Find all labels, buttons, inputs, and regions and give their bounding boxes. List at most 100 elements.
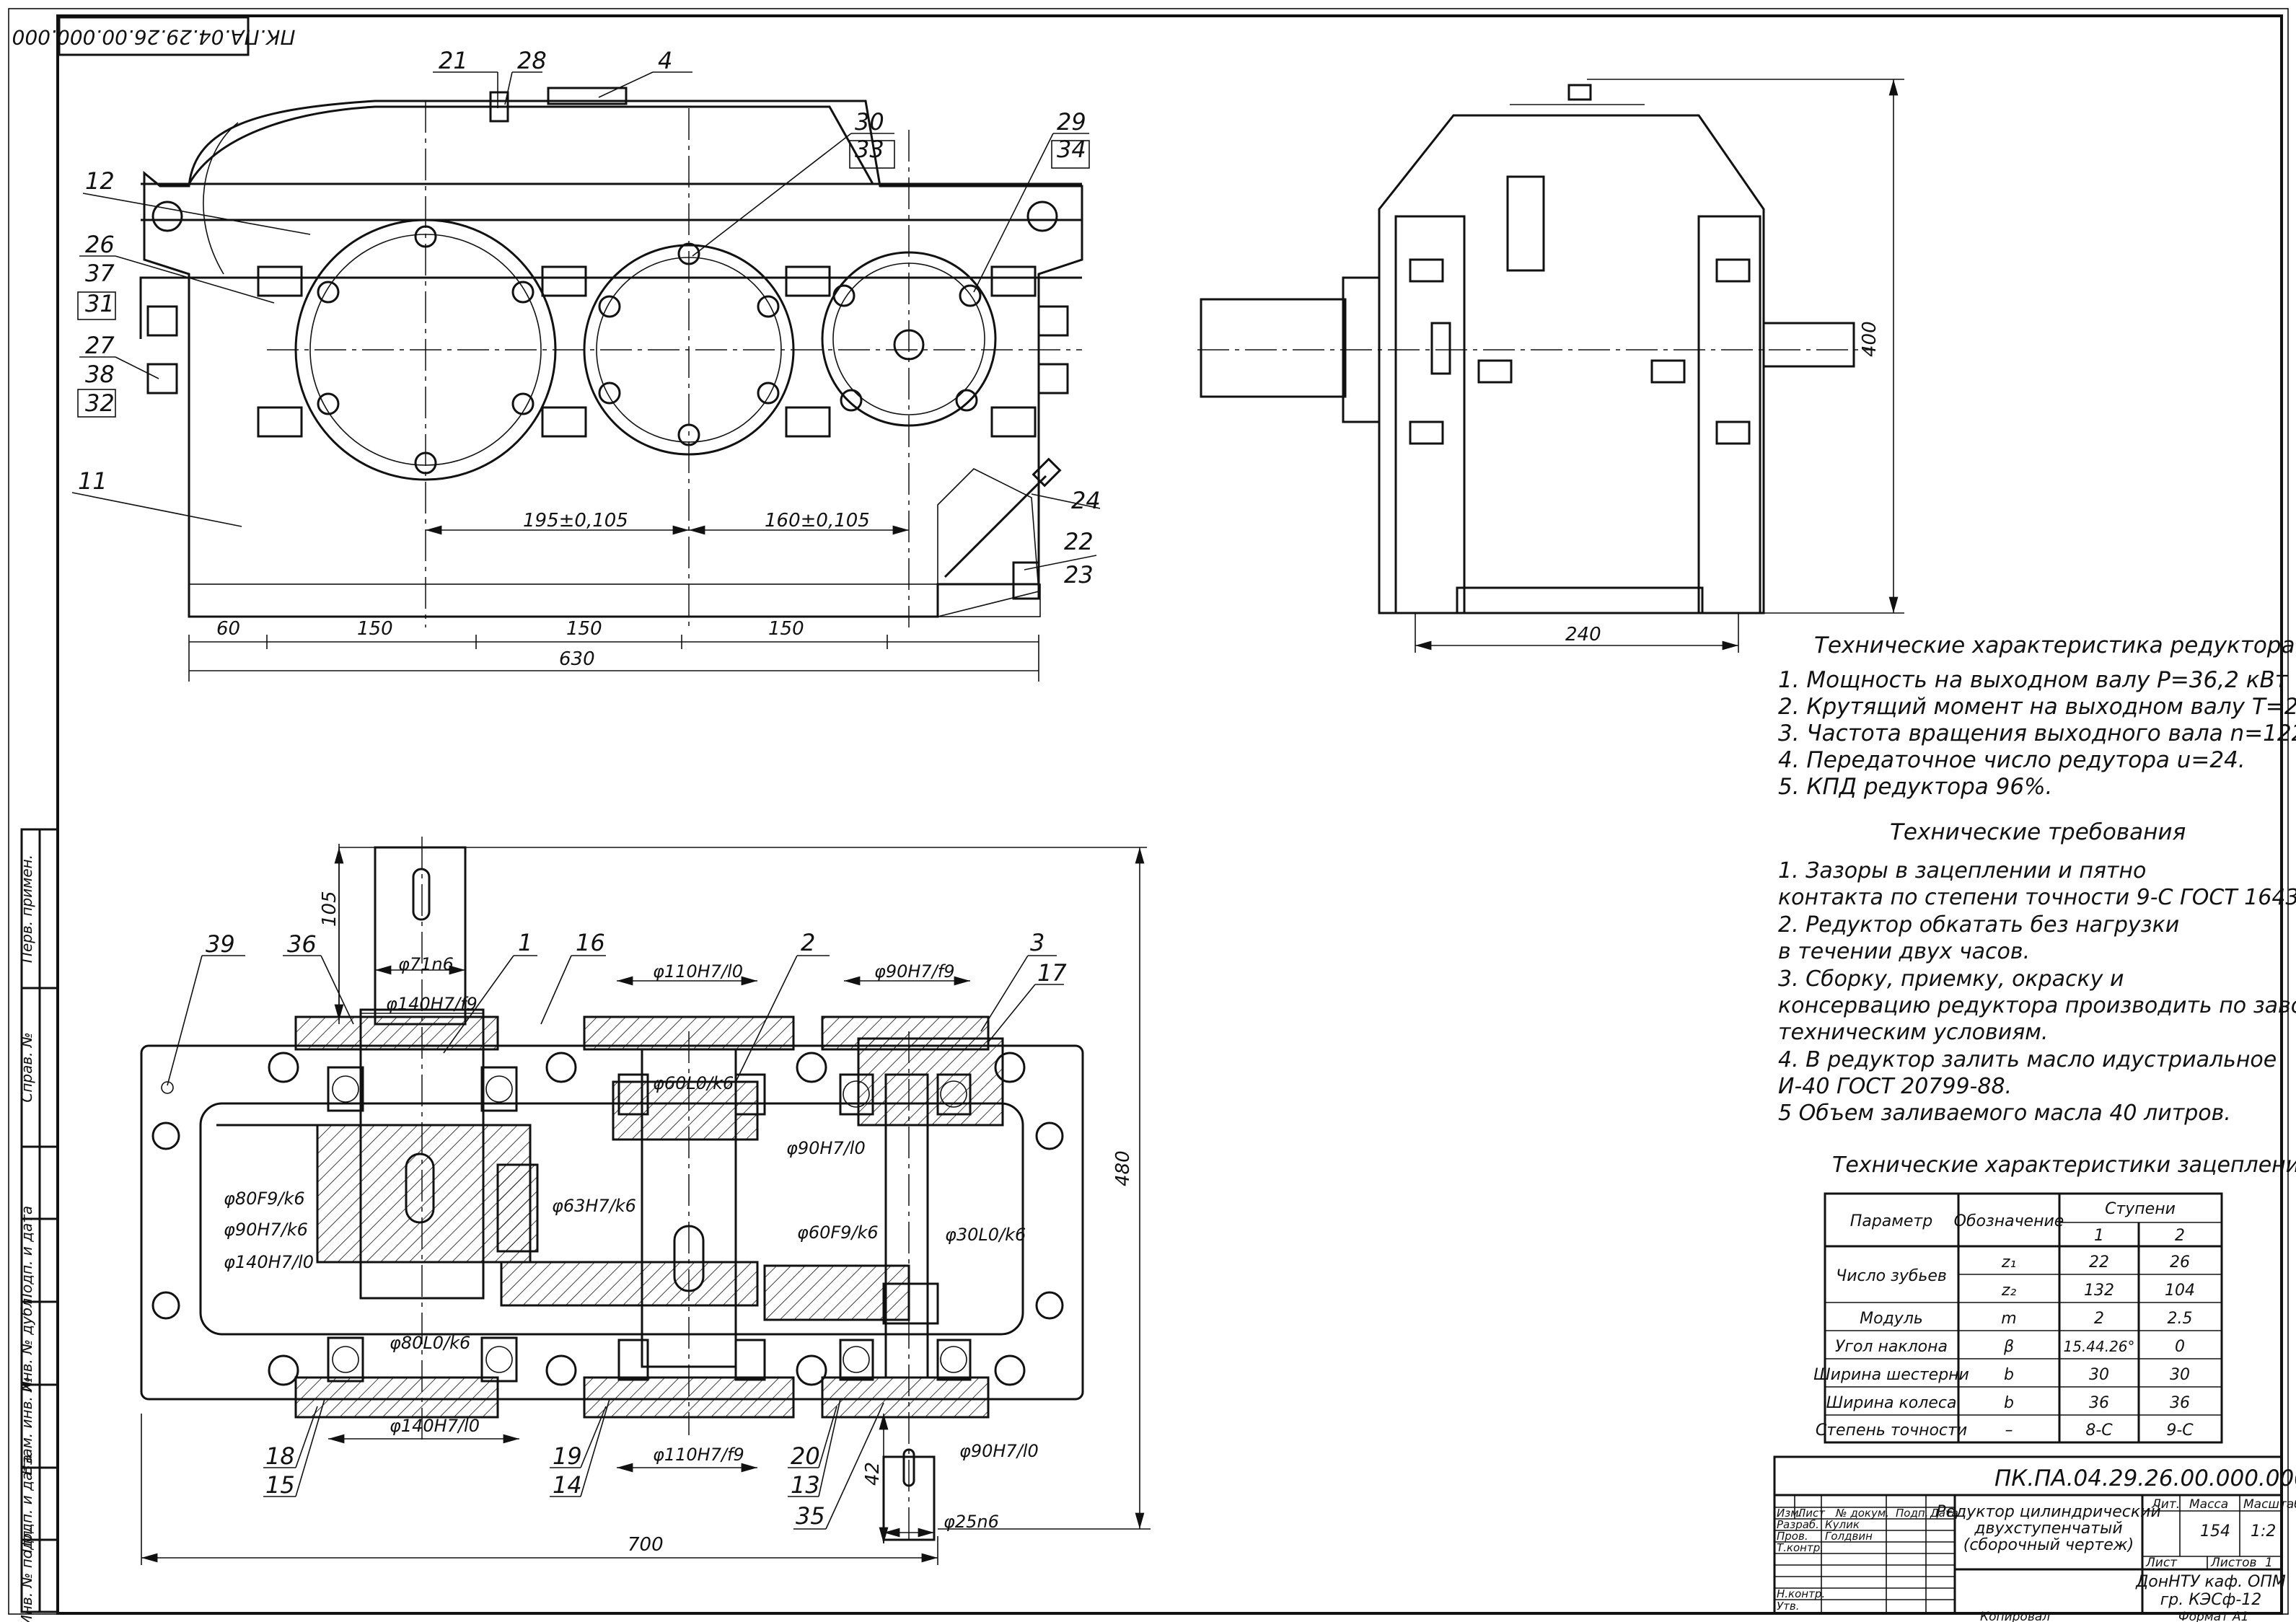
svg-text:Справ. №: Справ. № [18,1032,35,1102]
svg-text:3. Сборку, приемку, окраску и: 3. Сборку, приемку, окраску и [1778,966,2124,992]
svg-text:Формат: Формат [2178,1610,2229,1622]
svg-text:1. Зазоры в зацеплении и пятно: 1. Зазоры в зацеплении и пятно [1778,858,2146,883]
svg-text:14: 14 [553,1471,582,1499]
svg-text:Утв.: Утв. [1777,1600,1800,1613]
svg-text:23: 23 [1064,561,1094,589]
svg-text:1. Мощность на выходном валу P: 1. Мощность на выходном валу P=36,2 кВт [1778,667,2289,693]
svg-text:34: 34 [1057,136,1086,163]
svg-text:480: 480 [1112,1150,1134,1186]
svg-text:2: 2 [2175,1227,2185,1245]
svg-text:5. КПД редуктора 96%.: 5. КПД редуктора 96%. [1778,774,2052,800]
rotated-designation: ПК.ПА.04.29.26.00.000.000 [12,16,296,56]
svg-text:21: 21 [439,47,468,74]
svg-text:Ширина колеса: Ширина колеса [1826,1394,1957,1412]
svg-text:36: 36 [2089,1394,2109,1412]
svg-text:Н.контр.: Н.контр. [1777,1587,1825,1600]
svg-text:двухступенчатый: двухступенчатый [1974,1520,2122,1538]
svg-text:700: 700 [628,1534,664,1556]
svg-text:42: 42 [862,1462,884,1486]
svg-text:37: 37 [85,260,115,287]
svg-text:28: 28 [517,47,547,74]
mesh-table: Технические характеристики зацеплений Па… [1813,1152,2296,1444]
svg-text:φ60L0/k6: φ60L0/k6 [653,1073,734,1093]
svg-text:ПК.ПА.04.29.26.00.000.000: ПК.ПА.04.29.26.00.000.000 [12,25,296,49]
svg-text:630: 630 [559,648,595,670]
svg-text:φ90H7/f9: φ90H7/f9 [874,961,955,982]
svg-text:Редуктор цилиндрический: Редуктор цилиндрический [1936,1503,2161,1521]
svg-text:5 Объем заливаемого масла 40 л: 5 Объем заливаемого масла 40 литров. [1778,1101,2231,1126]
svg-text:№ докум.: № докум. [1835,1507,1889,1520]
svg-text:техническим условиям.: техническим условиям. [1778,1020,2048,1045]
sheet-inner-frame [56,14,2283,1615]
svg-text:1: 1 [2265,1556,2273,1570]
svg-text:Копировал: Копировал [1980,1610,2050,1622]
svg-text:Ступени: Ступени [2105,1200,2176,1218]
svg-text:Масса: Масса [2189,1497,2228,1512]
svg-text:А1: А1 [2232,1610,2248,1622]
svg-text:150: 150 [768,618,804,640]
svg-text:2.5: 2.5 [2168,1310,2193,1328]
svg-text:Голдвин: Голдвин [1825,1530,1873,1543]
side-view: 400 240 [1197,79,1904,653]
svg-text:консервацию редуктора производ: консервацию редуктора производить по зав… [1778,993,2296,1018]
svg-text:Взам. инв. №: Взам. инв. № [18,1377,35,1475]
svg-text:32: 32 [85,389,115,417]
svg-text:154: 154 [2200,1522,2230,1541]
svg-text:Модуль: Модуль [1860,1310,1923,1328]
svg-text:Лист: Лист [2145,1556,2178,1570]
svg-text:9-С: 9-С [2166,1422,2194,1440]
svg-text:36: 36 [287,930,317,958]
svg-text:4: 4 [658,47,672,74]
svg-text:φ110H7/f9: φ110H7/f9 [653,1445,744,1465]
svg-text:Т.контр.: Т.контр. [1777,1541,1824,1554]
svg-text:Инв. № дубл.: Инв. № дубл. [18,1294,35,1393]
svg-text:26: 26 [2170,1253,2190,1271]
tech-req-title: Технические требования [1890,819,2186,845]
svg-text:Параметр: Параметр [1850,1212,1932,1230]
svg-text:φ90H7/k6: φ90H7/k6 [224,1220,308,1240]
front-view: 21 28 4 12 26 37 31 27 38 32 11 30 33 29… [71,47,1101,682]
svg-text:30: 30 [855,108,884,136]
svg-text:30: 30 [2170,1366,2190,1384]
svg-text:Лит.: Лит. [2151,1497,2180,1512]
svg-text:(сборочный чертеж): (сборочный чертеж) [1963,1536,2134,1554]
svg-text:Дата: Дата [1930,1507,1958,1520]
svg-text:Подп. и дата: Подп. и дата [18,1455,35,1553]
title-block: ПК.ПА.04.29.26.00.000.000 Редуктор цилин… [1773,1455,2296,1622]
svg-text:z₂: z₂ [2001,1282,2017,1300]
svg-text:195±0,105: 195±0,105 [523,510,628,532]
svg-text:Инв. № подл.: Инв. № подл. [18,1526,35,1622]
svg-text:31: 31 [85,290,115,317]
svg-text:22: 22 [1064,528,1094,555]
svg-text:φ90H7/l0: φ90H7/l0 [786,1138,866,1158]
svg-text:гр. КЭСф-12: гр. КЭСф-12 [2160,1591,2262,1609]
svg-text:–: – [2005,1422,2013,1440]
svg-text:Степень точности: Степень точности [1816,1422,1967,1440]
svg-text:Масштаб: Масштаб [2243,1497,2296,1512]
svg-text:13: 13 [791,1471,820,1499]
svg-text:φ140H7/f9: φ140H7/f9 [386,994,478,1014]
svg-text:150: 150 [357,618,393,640]
svg-text:38: 38 [85,361,115,388]
svg-text:φ30L0/k6: φ30L0/k6 [945,1225,1026,1245]
svg-text:33: 33 [855,136,884,163]
svg-text:в течении двух часов.: в течении двух часов. [1778,939,2030,964]
side-strip: Перв. примен. Справ. № Подп. и дата Инв.… [18,828,59,1622]
svg-text:Листов: Листов [2210,1556,2257,1570]
svg-text:22: 22 [2089,1253,2109,1271]
svg-text:Число зубьев: Число зубьев [1836,1267,1947,1285]
svg-text:16: 16 [576,929,605,956]
svg-text:24: 24 [1071,487,1101,514]
svg-text:b: b [2004,1366,2014,1384]
svg-text:105: 105 [319,891,340,927]
svg-text:1: 1 [518,929,532,956]
svg-text:39: 39 [206,930,235,958]
svg-text:И-40 ГОСТ 20799-88.: И-40 ГОСТ 20799-88. [1778,1074,2012,1099]
svg-text:ПК.ПА.04.29.26.00.000.000: ПК.ПА.04.29.26.00.000.000 [1994,1465,2296,1491]
svg-text:30: 30 [2089,1366,2109,1384]
svg-text:2. Крутящий момент на выходном: 2. Крутящий момент на выходном валу T=28… [1778,694,2296,720]
svg-text:1:2: 1:2 [2251,1522,2276,1541]
svg-text:35: 35 [796,1502,825,1530]
svg-text:Пров.: Пров. [1777,1530,1808,1543]
svg-text:19: 19 [553,1442,582,1470]
